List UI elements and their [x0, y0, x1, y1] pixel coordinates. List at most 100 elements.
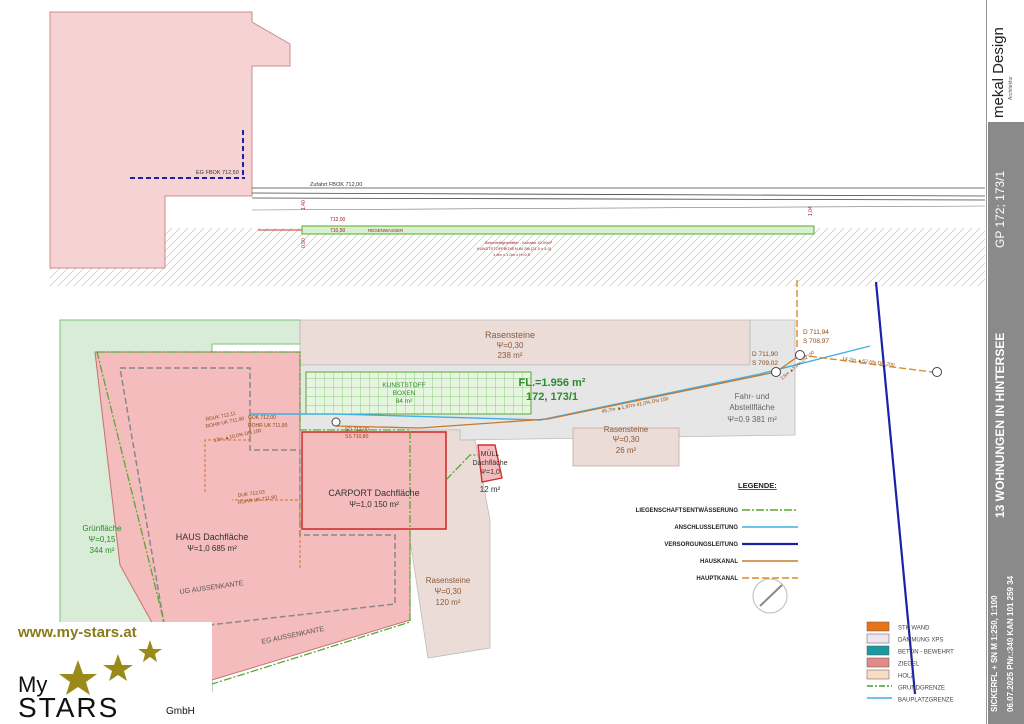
hauskanal-haus [204, 414, 251, 492]
liegenschaft-line [96, 351, 411, 685]
kunststoff-name: KUNSTSTOFF [382, 382, 425, 389]
star-large [59, 660, 97, 695]
plan-title: SICKERFL + SN M 1:250, 1:100 [990, 595, 999, 712]
tank-note-1: Betonfertigbehälter - Kubatur 42,00m³ [485, 240, 553, 245]
muell-psi: Ψ=1,0 [480, 469, 500, 476]
plan-date: 06.07.2025 PNr.:340 KAN 101 259 34 [1006, 575, 1015, 712]
ss-label: SS 710,80 [345, 434, 369, 440]
zufahrt-label: Zufahrt FBOK 712,00 [310, 182, 362, 188]
fahr-line3: Ψ=0.9 381 m² [727, 415, 777, 424]
logo-url: www.my-stars.at [18, 624, 137, 641]
material-swatch [866, 669, 890, 680]
material-label: GRUNDGRENZE [898, 686, 945, 692]
project-title: 13 WOHNUNGEN IN HINTERSEE [993, 332, 1007, 518]
logo-gmbh: GmbH [166, 706, 195, 717]
d-711-90: D 711,90 [752, 351, 778, 358]
versorgungsleitung [874, 281, 917, 695]
green-connection [445, 454, 478, 481]
rohr3-label: ROHR UK 711,90 [237, 495, 277, 506]
material-label: BETON - BEWEHRT [898, 650, 954, 656]
building-section [49, 11, 291, 269]
s-708-97: S 708,97 [803, 338, 829, 345]
muell-area: 12 m² [480, 485, 501, 494]
d-711-94: D 711,94 [803, 329, 829, 336]
rasen-bottom-psi: Ψ=0,30 [435, 587, 462, 596]
sd-label: SD 712,00 [345, 427, 369, 433]
logo-stars [59, 640, 162, 695]
gruen-name: Grünfläche [82, 524, 122, 533]
haus-name: HAUS Dachfläche [176, 532, 249, 542]
logo-my: My [18, 672, 48, 697]
compass-needle [759, 584, 783, 607]
star-small [138, 640, 162, 662]
dim-104: 1,04 [808, 206, 814, 216]
legend-label: LIEGENSCHAFTSENTWÄSSERUNG [636, 507, 739, 514]
hauskanal-main [335, 354, 801, 429]
gruen-area: 344 m² [90, 546, 115, 555]
hauskanal-inner [232, 499, 301, 568]
legend-title: LEGENDE: [738, 481, 777, 490]
carport-dachflaeche [301, 431, 447, 530]
level-712: 712,00 [330, 217, 346, 223]
regenwasser-label: REGENWASSER [368, 228, 404, 233]
manhole-1 [795, 350, 805, 360]
legend-label: ANSCHLUSSLEITUNG [674, 525, 738, 531]
legend-label: VERSORGUNGSLEITUNG [664, 542, 738, 548]
kunststoff-boxen [305, 371, 532, 415]
material-label: STK WAND [898, 626, 930, 632]
road-line-2 [251, 192, 986, 197]
rasen-mid-name: Rasensteine [604, 425, 649, 434]
star-medium [103, 654, 133, 681]
material-swatch [866, 657, 890, 668]
rasen-mid-area: 26 m² [616, 446, 637, 455]
kunststoff-area: 84 m² [396, 398, 413, 405]
rasen-bottom-name: Rasensteine [426, 576, 471, 585]
carport-name: CARPORT Dachfläche [328, 488, 419, 498]
legend: LEGENDE: LIEGENSCHAFTSENTWÄSSERUNG ANSCHL… [636, 481, 798, 582]
manhole-2 [771, 367, 781, 377]
kunststoff-name2: BOXEN [393, 390, 416, 397]
logo-stars-text: STARS [18, 692, 120, 723]
rasensteine-top-area [299, 319, 751, 366]
section-view: EG FBOK 712,50 Zufahrt FBOK 712,00 1,40 … [49, 11, 986, 286]
fl-parcels: 172, 173/1 [526, 391, 578, 403]
terrain-line [251, 205, 986, 211]
rasen-top-psi: Ψ=0,30 [497, 341, 524, 350]
rasen-mid-psi: Ψ=0,30 [613, 435, 640, 444]
carport-psi: Ψ=1,0 150 m² [349, 500, 399, 509]
level-710: 710,50 [330, 228, 346, 234]
gok-label: GOK 712,00 [248, 415, 276, 421]
haus-psi: Ψ=1,0 685 m² [187, 544, 237, 553]
material-swatch [866, 621, 890, 632]
fahr-line2: Abstellfläche [729, 403, 775, 412]
material-label: DÄMMUNG XPS [898, 637, 943, 644]
legend-label: HAUSKANAL [700, 559, 738, 565]
parcel-label: GP 172; 173/1 [993, 170, 1007, 248]
tank-note-2: KUNSTSTOFFBOXEN 84 Stk [21,0 x 4,0] [477, 246, 551, 251]
rohr2-label: ROHR UK 711,90 [248, 423, 288, 429]
rasensteine-mid-area [572, 427, 680, 467]
company-logo: www.my-stars.at My STARS GmbH [0, 622, 212, 724]
dim-090: 0,90 [301, 238, 307, 248]
eg-fbok-label: EG FBOK 712,50 [196, 170, 239, 176]
material-label: HOLZ [898, 674, 914, 680]
rasen-bottom-area: 120 m² [436, 598, 461, 607]
muell-name2: Dachfläche [472, 460, 507, 467]
brand-name: mekal Design [990, 27, 1007, 118]
gruen-psi: Ψ=0,15 [89, 535, 116, 544]
manhole-3 [932, 367, 942, 377]
duk2-label: DUK 712,03 [237, 489, 265, 499]
legend-label: HAUPTKANAL [696, 576, 738, 582]
material-swatch [866, 645, 890, 656]
road-line-3 [251, 197, 986, 201]
dim-140: 1,40 [301, 200, 307, 210]
brand-sub: Architektur [1008, 76, 1014, 100]
material-label: BAUPLATZGRENZE [898, 698, 954, 704]
rasen-top-name: Rasensteine [485, 330, 535, 340]
rasen-top-area: 238 m² [498, 351, 523, 360]
title-bar [988, 122, 1024, 724]
fahr-line1: Fahr- und [735, 392, 770, 401]
manhole-4 [331, 417, 341, 427]
